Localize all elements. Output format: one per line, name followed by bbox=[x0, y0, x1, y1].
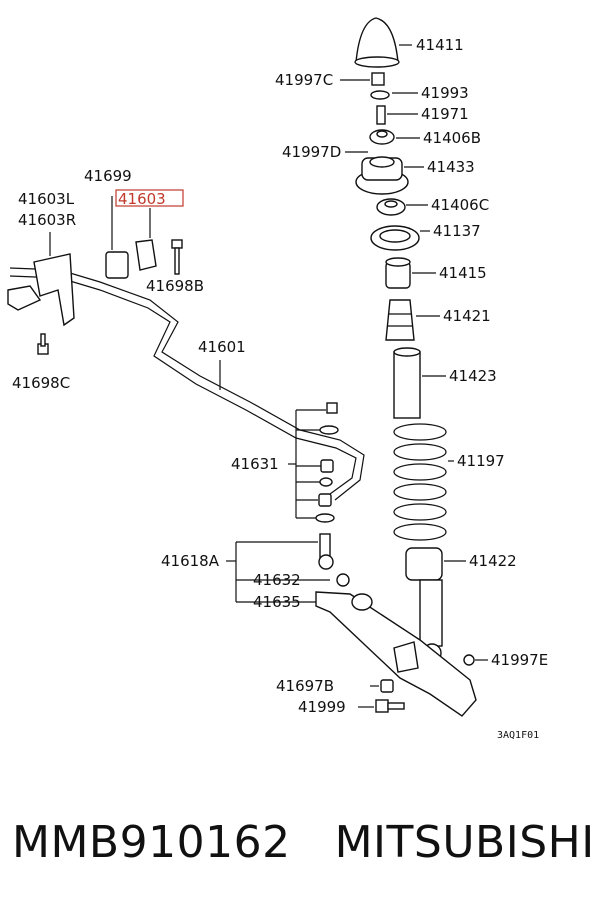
label-41635: 41635 bbox=[253, 593, 301, 611]
label-41415: 41415 bbox=[439, 264, 487, 282]
label-41137: 41137 bbox=[433, 222, 481, 240]
label-41997C: 41997C bbox=[275, 71, 333, 89]
part-41422 bbox=[405, 547, 466, 663]
part-41411 bbox=[354, 17, 412, 68]
footer: MMB910162 MITSUBISHI bbox=[12, 812, 595, 872]
label-41603-highlighted[interactable]: 41603 bbox=[118, 190, 166, 208]
diagram-code: 3AQ1F01 bbox=[497, 730, 539, 741]
part-41631 bbox=[288, 402, 339, 523]
label-41618A: 41618A bbox=[161, 552, 220, 570]
part-41999 bbox=[358, 699, 405, 713]
label-41433: 41433 bbox=[427, 158, 475, 176]
part-41415 bbox=[385, 257, 436, 289]
label-41632: 41632 bbox=[253, 571, 301, 589]
label-41421: 41421 bbox=[443, 307, 491, 325]
label-41422: 41422 bbox=[469, 552, 517, 570]
label-41699: 41699 bbox=[84, 167, 132, 185]
brand-name: MITSUBISHI bbox=[334, 816, 595, 868]
label-41197: 41197 bbox=[457, 452, 505, 470]
label-41971: 41971 bbox=[421, 105, 469, 123]
part-41197 bbox=[393, 423, 454, 541]
parts-diagram: 41411 41997C 41993 41971 41406B 41997D 4… bbox=[7, 17, 548, 741]
part-41698B bbox=[171, 239, 183, 275]
label-41406C: 41406C bbox=[431, 196, 489, 214]
part-41997E bbox=[463, 654, 488, 666]
highlight-box bbox=[115, 189, 184, 207]
part-41433 bbox=[355, 156, 424, 195]
label-41698C: 41698C bbox=[12, 374, 70, 392]
label-41993: 41993 bbox=[421, 84, 469, 102]
part-41406C bbox=[376, 198, 428, 216]
part-41997C bbox=[340, 72, 385, 86]
label-41406B: 41406B bbox=[423, 129, 481, 147]
part-lower-arm bbox=[315, 591, 477, 717]
part-41421 bbox=[385, 299, 440, 341]
label-41603L: 41603L bbox=[18, 190, 75, 208]
part-41993 bbox=[370, 90, 418, 100]
label-41697B: 41697B bbox=[276, 677, 334, 695]
label-41603R: 41603R bbox=[18, 211, 76, 229]
label-41999: 41999 bbox=[298, 698, 346, 716]
part-41406B bbox=[369, 129, 420, 145]
label-41601: 41601 bbox=[198, 338, 246, 356]
part-number: MMB910162 bbox=[12, 816, 291, 868]
part-41697B bbox=[370, 679, 394, 693]
part-41137 bbox=[370, 225, 430, 251]
label-41698B: 41698B bbox=[146, 277, 204, 295]
part-41603 bbox=[135, 208, 157, 271]
label-41423: 41423 bbox=[449, 367, 497, 385]
label-41997D: 41997D bbox=[282, 143, 341, 161]
label-41411: 41411 bbox=[416, 36, 464, 54]
part-41971 bbox=[376, 105, 418, 125]
part-41698C bbox=[37, 333, 49, 355]
part-41601 bbox=[9, 267, 365, 501]
part-41423 bbox=[393, 347, 446, 419]
label-41631: 41631 bbox=[231, 455, 279, 473]
part-41618A bbox=[226, 533, 350, 603]
label-41997E: 41997E bbox=[491, 651, 548, 669]
part-41603LR bbox=[7, 232, 75, 327]
part-41699 bbox=[105, 196, 129, 279]
